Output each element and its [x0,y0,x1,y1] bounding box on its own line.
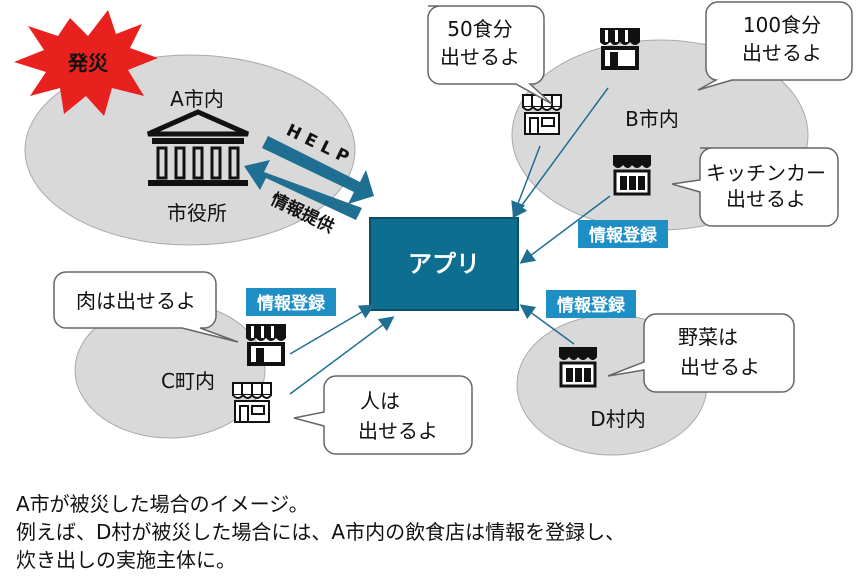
b-restaurant-icon [598,26,642,70]
region-a-label: A市内 [170,87,224,111]
svg-text:出せるよ: 出せるよ [726,187,806,211]
svg-text:情報登録: 情報登録 [557,295,626,316]
disaster-burst: 発災 [14,10,158,116]
svg-text:出せるよ: 出せるよ [742,41,822,65]
city-hall-label: 市役所 [167,201,227,225]
svg-text:出せるよ: 出せるよ [680,355,760,379]
svg-text:出せるよ: 出せるよ [440,45,520,69]
b-kitchen-car-icon [611,153,653,196]
svg-text:出せるよ: 出せるよ [358,419,438,443]
d-shop-icon [557,345,599,388]
caption: A市が被災した場合のイメージ。 例えば、D村が被災した場合には、A市内の飲食店は… [16,490,846,574]
svg-text:情報登録: 情報登録 [257,293,326,314]
region-c-label: C町内 [161,369,215,393]
disaster-label: 発災 [67,51,109,75]
bubble-d-veg: 野菜は 出せるよ [607,313,795,393]
caption-line-2: 例えば、D村が被災した場合には、A市内の飲食店は情報を登録し、 [16,520,626,544]
bubble-b-kitchen: キッチンカー 出せるよ [671,147,839,227]
svg-text:人は: 人は [360,389,400,413]
link-c-top [289,304,375,355]
app-box [369,217,519,311]
caption-line-1: A市が被災した場合のイメージ。 [16,492,309,516]
svg-text:100食分: 100食分 [743,13,821,37]
link-b-kitchen [519,195,611,264]
app-label: アプリ [408,250,480,278]
bubble-b-left: 50食分 出せるよ [427,5,553,105]
svg-text:キッチンカー: キッチンカー [706,161,826,185]
bubble-c-meat: 肉は出せるよ [53,271,239,343]
bubble-c-people: 人は 出せるよ [293,375,473,455]
link-b-right [512,87,609,219]
c-small-shop-icon [232,382,272,423]
help-arrow [262,136,374,204]
svg-text:肉は出せるよ: 肉は出せるよ [76,289,196,313]
register-tag-b: 情報登録 [578,220,668,248]
bubble-b-right: 100食分 出せるよ [697,1,853,91]
register-tag-c: 情報登録 [246,288,336,316]
svg-text:50食分: 50食分 [447,17,512,41]
link-c-bottom [289,316,395,395]
city-hall-icon [146,109,250,186]
b-small-shop-icon [522,94,562,135]
link-d [519,304,575,345]
caption-line-3: 炊き出しの実施主体に。 [16,548,236,572]
svg-text:野菜は: 野菜は [678,325,738,349]
svg-text:情報登録: 情報登録 [589,225,658,246]
region-b-label: B市内 [625,107,679,131]
register-tag-d: 情報登録 [546,290,636,318]
region-d-label: D村内 [590,407,645,431]
c-restaurant-icon [244,322,288,366]
info-provide-arrow [244,160,362,220]
